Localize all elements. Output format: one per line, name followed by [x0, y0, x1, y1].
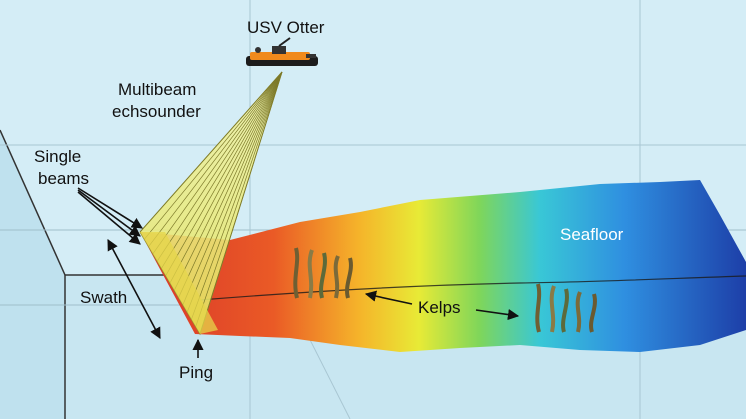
usv-boat-icon: [246, 37, 318, 66]
label-vessel: USV Otter: [247, 18, 325, 37]
single-beams: [139, 71, 283, 335]
single-beam-line: [173, 71, 283, 291]
single-beam-line: [186, 71, 283, 313]
single-beam-line: [195, 71, 283, 327]
single-beam-line: [199, 71, 283, 335]
label-sounder-line2: echsounder: [112, 102, 201, 121]
single-beam-line: [139, 71, 283, 233]
seafloor-ridge: [199, 275, 746, 301]
beams-arrow: [77, 191, 141, 245]
label-kelps: Kelps: [418, 298, 461, 317]
single-beam-line: [156, 71, 283, 262]
label-ping: Ping: [179, 363, 213, 382]
label-swath: Swath: [80, 288, 127, 307]
single-beam-line: [182, 71, 283, 305]
annotation-arrows: [77, 187, 520, 358]
single-beam-line: [169, 71, 283, 284]
label-sounder-line1: Multibeam: [118, 80, 196, 99]
single-beam-line: [178, 71, 283, 298]
single-beam-line: [165, 71, 283, 276]
beams-arrow: [77, 189, 141, 237]
kelps-arrow-left: [364, 290, 413, 305]
water-left-face: [0, 130, 65, 419]
kelp-icon: [535, 283, 597, 333]
beams-arrow: [77, 187, 143, 229]
single-beam-line: [152, 71, 283, 255]
single-beam-line: [148, 71, 283, 247]
label-beams-line2: beams: [38, 169, 89, 188]
single-beam-line: [191, 71, 283, 320]
kelp-icon: [293, 247, 353, 299]
single-beam-line: [144, 71, 283, 240]
label-beams-line1: Single: [34, 147, 81, 166]
kelps-arrow-right: [475, 309, 520, 321]
label-seafloor: Seafloor: [560, 225, 624, 244]
single-beam-line: [161, 71, 283, 269]
swath-arrow: [107, 239, 161, 339]
water-edge-top: [0, 129, 66, 276]
